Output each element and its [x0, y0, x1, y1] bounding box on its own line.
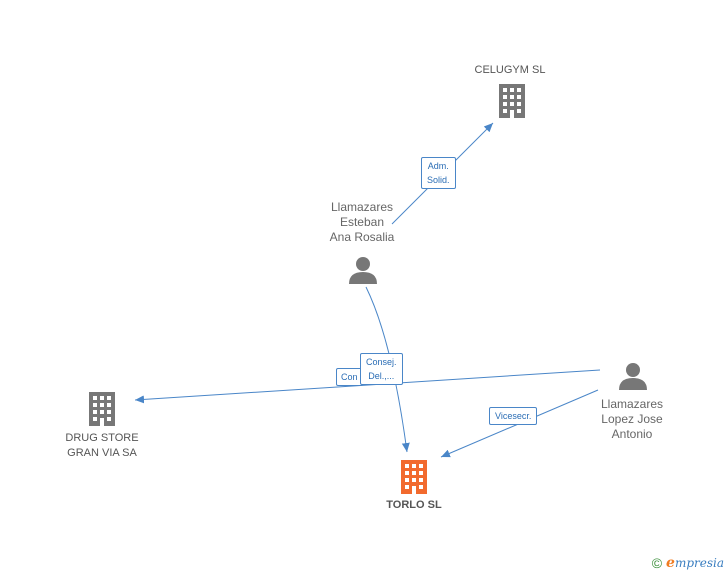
edge-label-line: Solid.: [427, 175, 450, 185]
llamazares-lopez-label[interactable]: Llamazares Lopez Jose Antonio: [580, 397, 684, 442]
torlo-label[interactable]: TORLO SL: [386, 499, 442, 511]
llamazares-esteban-person-icon[interactable]: [349, 257, 377, 284]
copyright-icon: ©: [651, 555, 663, 571]
edge-label-line: Del.,...: [368, 371, 395, 381]
edge-label-adm-solid[interactable]: Adm. Solid.: [421, 157, 456, 189]
label-line: GRAN VIA SA: [67, 447, 137, 459]
edge-label-vicesecr[interactable]: Vicesecr.: [489, 407, 538, 425]
brand-initial: e: [666, 555, 675, 571]
brand-logo[interactable]: empresia: [666, 555, 724, 571]
label-line: Ana Rosalia: [329, 230, 395, 244]
footer-brand: © empresia: [652, 555, 724, 571]
llamazares-esteban-label[interactable]: Llamazares Esteban Ana Rosalia: [310, 200, 414, 245]
edge-label-line: Adm.: [427, 161, 449, 171]
edge-label-consej-del[interactable]: Consej. Del.,...: [360, 353, 403, 385]
edge-label-line: Consej.: [366, 357, 397, 367]
label-line: Llamazares: [600, 397, 664, 411]
brand-rest: mpresia: [674, 556, 724, 570]
label-line: DRUG STORE: [65, 432, 139, 444]
celugym-building-icon[interactable]: [499, 84, 525, 118]
edge-label-con[interactable]: Con: [336, 368, 363, 386]
celugym-label[interactable]: CELUGYM SL: [474, 64, 546, 76]
label-line: Antonio: [611, 427, 653, 441]
label-line: Esteban: [339, 215, 385, 229]
drug-store-building-icon[interactable]: [89, 392, 115, 426]
drug-store-label[interactable]: DRUG STORE GRAN VIA SA: [50, 431, 154, 461]
label-line: Llamazares: [330, 200, 394, 214]
llamazares-lopez-person-icon[interactable]: [619, 363, 647, 390]
edge-con: [134, 369, 601, 404]
label-line: Lopez Jose: [601, 412, 663, 426]
torlo-building-icon[interactable]: [401, 460, 427, 494]
